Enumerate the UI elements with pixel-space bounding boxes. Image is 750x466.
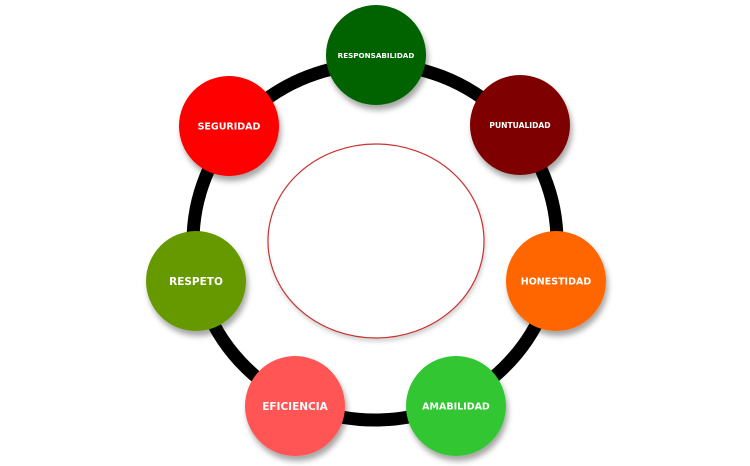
node-puntualidad: PUNTUALIDAD xyxy=(470,75,570,175)
node-honestidad: HONESTIDAD xyxy=(506,231,606,331)
node-respeto: RESPETO xyxy=(146,231,246,331)
node-circle-responsabilidad xyxy=(326,5,426,105)
node-circle-puntualidad xyxy=(470,75,570,175)
node-circle-respeto xyxy=(146,231,246,331)
node-label-eficiencia: EFICIENCIA xyxy=(262,401,328,413)
node-amabilidad: AMABILIDAD xyxy=(406,356,506,456)
node-label-responsabilidad: RESPONSABILIDAD xyxy=(338,51,415,60)
node-circle-honestidad xyxy=(506,231,606,331)
node-responsabilidad: RESPONSABILIDAD xyxy=(326,5,426,105)
node-circle-seguridad xyxy=(179,76,279,176)
node-circle-eficiencia xyxy=(245,356,345,456)
node-circle-amabilidad xyxy=(406,356,506,456)
node-label-puntualidad: PUNTUALIDAD xyxy=(489,121,550,130)
node-label-amabilidad: AMABILIDAD xyxy=(422,402,490,413)
node-label-honestidad: HONESTIDAD xyxy=(521,277,592,288)
value-nodes: RESPONSABILIDAD PUNTUALIDAD HONESTIDAD AMAB… xyxy=(146,5,606,456)
node-eficiencia: EFICIENCIA xyxy=(245,356,345,456)
node-label-seguridad: SEGURIDAD xyxy=(198,122,261,133)
center-ellipse xyxy=(267,143,485,339)
node-label-respeto: RESPETO xyxy=(169,276,223,288)
node-seguridad: SEGURIDAD xyxy=(179,76,279,176)
